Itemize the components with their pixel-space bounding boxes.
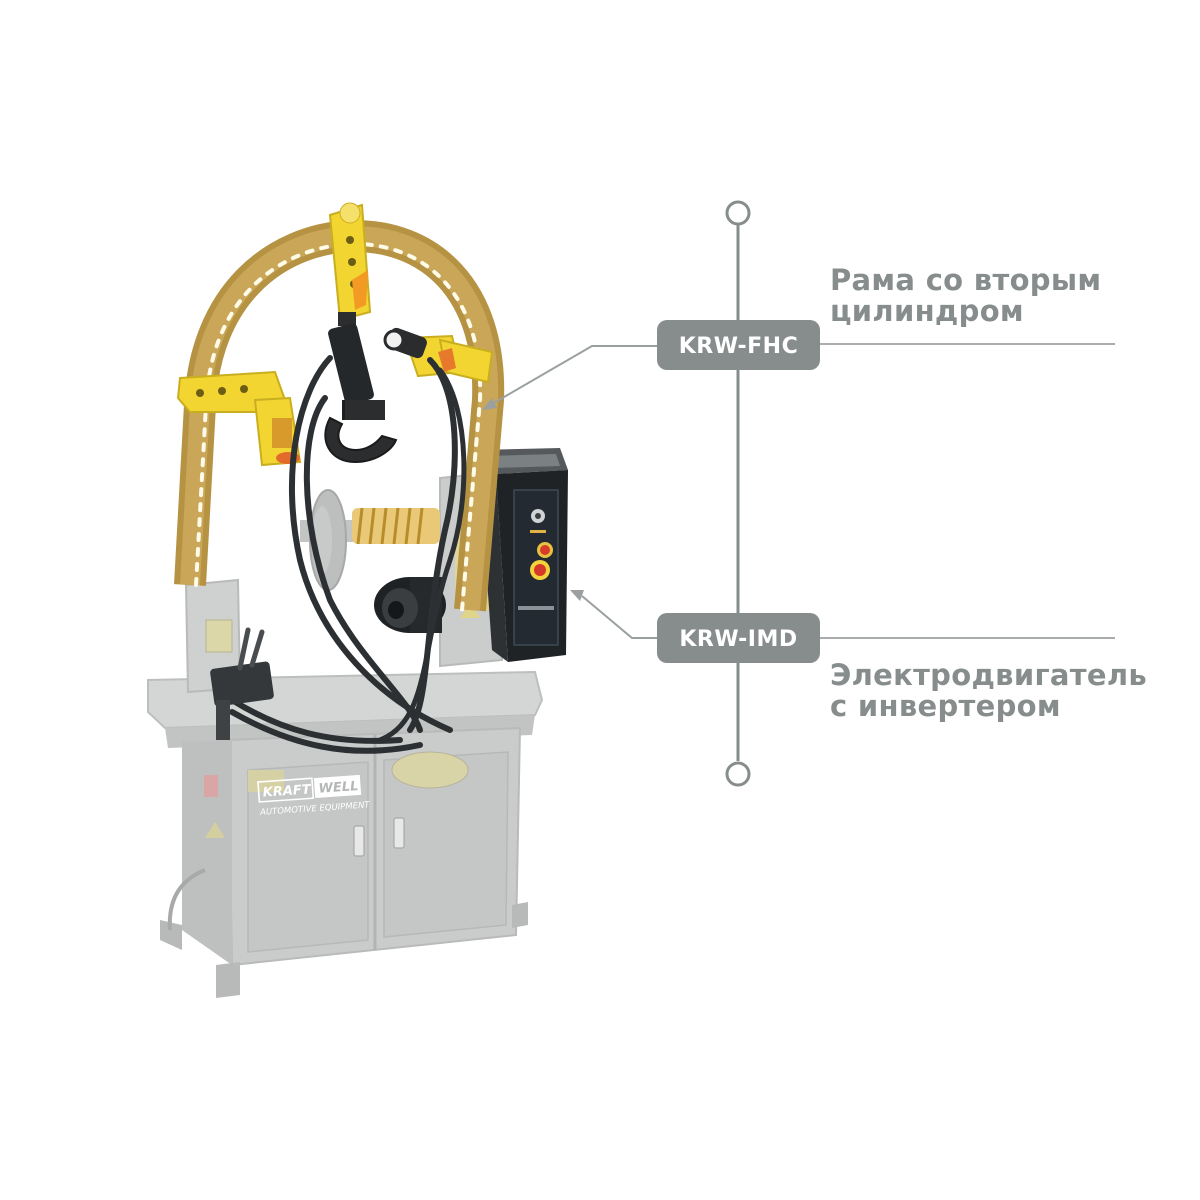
connector-top-circle	[725, 200, 751, 226]
brand-logo-text-1: KRAFT	[262, 782, 312, 800]
description-krw-fhc-line-1: Рама со вторым	[830, 263, 1102, 297]
description-krw-imd-line-1: Электродвигатель	[830, 658, 1148, 692]
callout-overlay: KRW-FHC KRW-IMD	[482, 200, 1115, 787]
badge-krw-fhc: KRW-FHC	[657, 320, 820, 370]
connector-bottom-circle	[725, 761, 751, 787]
left-post	[184, 578, 242, 694]
hydraulic-cylinder	[324, 323, 398, 464]
top-clamp	[328, 202, 372, 326]
pointer-imd	[570, 590, 657, 639]
description-krw-imd-line-2: с инвертером	[830, 689, 1061, 723]
right-clamp	[383, 327, 494, 384]
brand-logo-text-2: WELL	[318, 779, 359, 797]
badge-krw-imd: KRW-IMD	[657, 613, 820, 663]
description-krw-fhc: Рама со вторым цилиндром	[830, 265, 1101, 327]
badge-krw-imd-label: KRW-IMD	[679, 627, 797, 652]
description-krw-imd: Электродвигатель с инвертером	[830, 660, 1147, 722]
badge-krw-fhc-label: KRW-FHC	[679, 334, 798, 359]
base-cabinet	[147, 670, 544, 998]
pointer-fhc	[482, 345, 657, 410]
description-krw-fhc-line-2: цилиндром	[830, 294, 1024, 328]
hydraulic-hoses	[229, 355, 467, 754]
left-clamp	[176, 370, 302, 467]
valve-block	[210, 627, 274, 740]
machine-illustration: KRAFT WELL AUTOMOTIVE EQUIPMENT	[147, 202, 568, 998]
